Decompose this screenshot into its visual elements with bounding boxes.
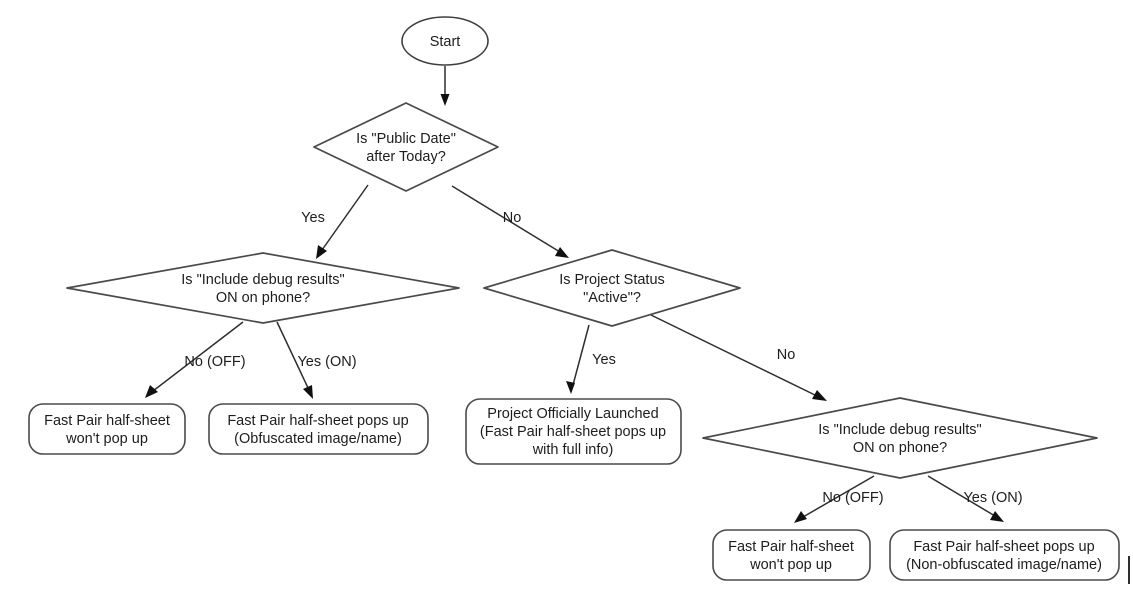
edge-layer: Yes No No (OFF) Yes (ON) bbox=[145, 66, 1023, 523]
edge-line bbox=[927, 475, 996, 517]
terminal-box[interactable] bbox=[889, 529, 1120, 581]
decision-diamond[interactable] bbox=[483, 249, 741, 327]
arrowhead bbox=[794, 511, 807, 523]
terminal-label-line1: Fast Pair half-sheet bbox=[728, 539, 854, 555]
terminal-label-line1: Fast Pair half-sheet pops up bbox=[227, 413, 408, 429]
decision-diamond[interactable] bbox=[313, 102, 499, 192]
edge-line bbox=[152, 321, 244, 392]
edge-label-no-off: No (OFF) bbox=[822, 490, 883, 506]
start-ellipse[interactable] bbox=[401, 16, 489, 66]
arrowhead bbox=[440, 94, 450, 106]
edge-debug-left-no: No (OFF) bbox=[145, 321, 246, 398]
terminal-box[interactable] bbox=[465, 398, 682, 465]
node-no-popup-right[interactable]: Fast Pair half-sheet won't pop up bbox=[712, 529, 871, 581]
edge-public-date-no: No bbox=[451, 185, 569, 258]
start-label: Start bbox=[430, 34, 461, 50]
edge-label-yes-on: Yes (ON) bbox=[963, 490, 1022, 506]
node-project-launched[interactable]: Project Officially Launched (Fast Pair h… bbox=[465, 398, 682, 465]
decision-label-line2: "Active"? bbox=[583, 290, 641, 306]
terminal-label-line1: Project Officially Launched bbox=[487, 406, 658, 422]
arrowhead bbox=[812, 390, 827, 401]
edge-label-yes-on: Yes (ON) bbox=[297, 354, 356, 370]
edge-line bbox=[572, 324, 590, 386]
terminal-box[interactable] bbox=[28, 403, 186, 455]
terminal-label-line2: (Obfuscated image/name) bbox=[234, 431, 402, 447]
edge-line bbox=[650, 314, 818, 397]
decision-diamond[interactable] bbox=[702, 397, 1098, 479]
node-no-popup-left[interactable]: Fast Pair half-sheet won't pop up bbox=[28, 403, 186, 455]
edge-label-yes: Yes bbox=[592, 352, 616, 368]
edge-start-to-public-date bbox=[440, 66, 450, 106]
edge-label-no: No bbox=[777, 347, 796, 363]
arrowhead bbox=[555, 247, 569, 258]
node-debug-results-left-decision[interactable]: Is "Include debug results" ON on phone? bbox=[66, 252, 460, 324]
terminal-label-line1: Fast Pair half-sheet bbox=[44, 413, 170, 429]
edge-line bbox=[321, 184, 369, 251]
edge-debug-left-yes: Yes (ON) bbox=[276, 321, 357, 399]
decision-diamond[interactable] bbox=[66, 252, 460, 324]
terminal-label-line2: won't pop up bbox=[749, 557, 832, 573]
terminal-box[interactable] bbox=[208, 403, 429, 455]
edge-label-no-off: No (OFF) bbox=[184, 354, 245, 370]
decision-label-line1: Is "Public Date" bbox=[356, 131, 456, 147]
edge-public-date-yes: Yes bbox=[301, 184, 369, 259]
arrowhead bbox=[566, 381, 575, 394]
terminal-label-line2: (Fast Pair half-sheet pops up bbox=[480, 424, 666, 440]
edge-project-status-no: No bbox=[650, 314, 827, 401]
node-start[interactable]: Start bbox=[401, 16, 489, 66]
node-project-status-decision[interactable]: Is Project Status "Active"? bbox=[483, 249, 741, 327]
arrowhead bbox=[316, 245, 327, 259]
node-layer: Start Is "Public Date" after Today? Is "… bbox=[28, 16, 1120, 581]
terminal-label-line2: won't pop up bbox=[65, 431, 148, 447]
terminal-label-line2: (Non-obfuscated image/name) bbox=[906, 557, 1102, 573]
decision-label-line2: ON on phone? bbox=[216, 290, 310, 306]
node-public-date-decision[interactable]: Is "Public Date" after Today? bbox=[313, 102, 499, 192]
edge-label-no: No bbox=[503, 210, 522, 226]
arrowhead bbox=[145, 385, 158, 398]
edge-line bbox=[276, 321, 310, 391]
decision-label-line1: Is Project Status bbox=[559, 272, 665, 288]
edge-line bbox=[451, 185, 561, 253]
edge-label-yes: Yes bbox=[301, 210, 325, 226]
decision-label-line2: ON on phone? bbox=[853, 440, 947, 456]
decision-label-line2: after Today? bbox=[366, 149, 446, 165]
arrowhead bbox=[303, 385, 313, 399]
node-obfuscated-popup[interactable]: Fast Pair half-sheet pops up (Obfuscated… bbox=[208, 403, 429, 455]
terminal-label-line1: Fast Pair half-sheet pops up bbox=[913, 539, 1094, 555]
terminal-box[interactable] bbox=[712, 529, 871, 581]
node-debug-results-right-decision[interactable]: Is "Include debug results" ON on phone? bbox=[702, 397, 1098, 479]
arrowhead bbox=[990, 511, 1004, 522]
edge-project-status-yes: Yes bbox=[566, 324, 616, 394]
edge-line bbox=[802, 475, 875, 518]
node-non-obfuscated-popup[interactable]: Fast Pair half-sheet pops up (Non-obfusc… bbox=[889, 529, 1120, 581]
decision-label-line1: Is "Include debug results" bbox=[818, 422, 981, 438]
edge-debug-right-no: No (OFF) bbox=[794, 475, 884, 523]
decision-label-line1: Is "Include debug results" bbox=[181, 272, 344, 288]
edge-debug-right-yes: Yes (ON) bbox=[927, 475, 1023, 522]
terminal-label-line3: with full info) bbox=[532, 442, 614, 458]
